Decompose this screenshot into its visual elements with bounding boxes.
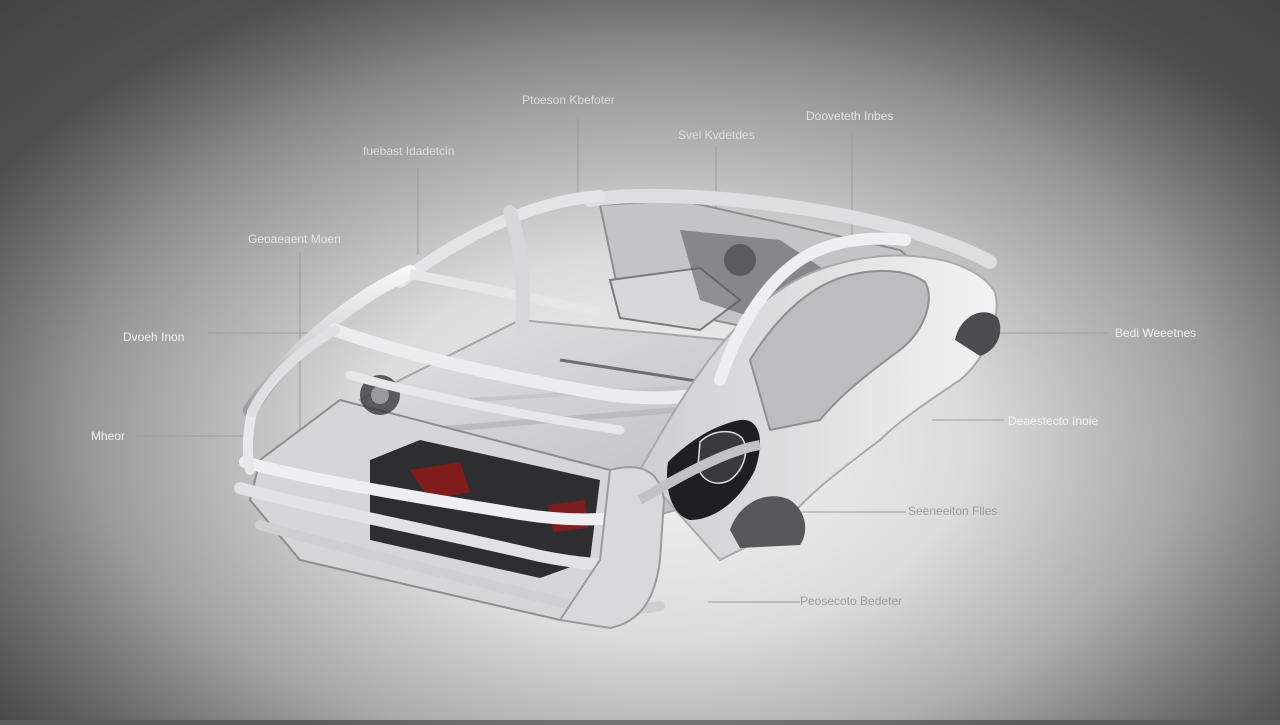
callout-label: fuebast Idadetcin <box>363 144 454 158</box>
front-end-cap <box>558 466 666 630</box>
windshield-header <box>409 269 601 317</box>
callout-label: Mheor <box>91 429 125 443</box>
callout-label: Deaestecto Inoie <box>1008 414 1098 428</box>
shock-tower <box>371 386 389 404</box>
red-component <box>410 462 470 500</box>
callout-label: Geoaeaent Moen <box>248 232 341 246</box>
rear-wheel-arch <box>730 496 806 548</box>
front-wheel-arch-far <box>955 312 1001 356</box>
bumper-beam-upper <box>239 456 636 526</box>
callout-label: Peosecoto Bedeter <box>800 594 902 608</box>
dash-cross-member <box>345 370 625 435</box>
c-pillar-hoop <box>714 232 911 386</box>
b-pillar-near <box>503 205 530 337</box>
callout-label: Dvoeh Inon <box>123 330 184 344</box>
callout-label: Seeneeiton Flles <box>908 504 997 518</box>
callout-label: Svel Kvdetdes <box>678 128 755 142</box>
front-frame-loop <box>247 325 340 417</box>
roof-rail-far <box>583 188 997 269</box>
body-in-white <box>243 188 1001 562</box>
roof-rail-near <box>394 190 606 288</box>
callout-label: Bedi Weeetnes <box>1115 326 1196 340</box>
rear-coil <box>724 244 756 276</box>
side-sill <box>637 440 761 505</box>
front-cross-beam <box>328 323 717 405</box>
callout-label: Ptoeson Kbefoter <box>522 93 615 107</box>
front-pillar-lower <box>242 407 257 475</box>
callout-labels: Ptoeson Kbefoter fuebast Idadetcin Svel … <box>91 93 1196 608</box>
rear-window-opening <box>748 270 930 432</box>
callout-label: Dooveteth Inbes <box>806 109 893 123</box>
front-structure <box>234 325 761 630</box>
